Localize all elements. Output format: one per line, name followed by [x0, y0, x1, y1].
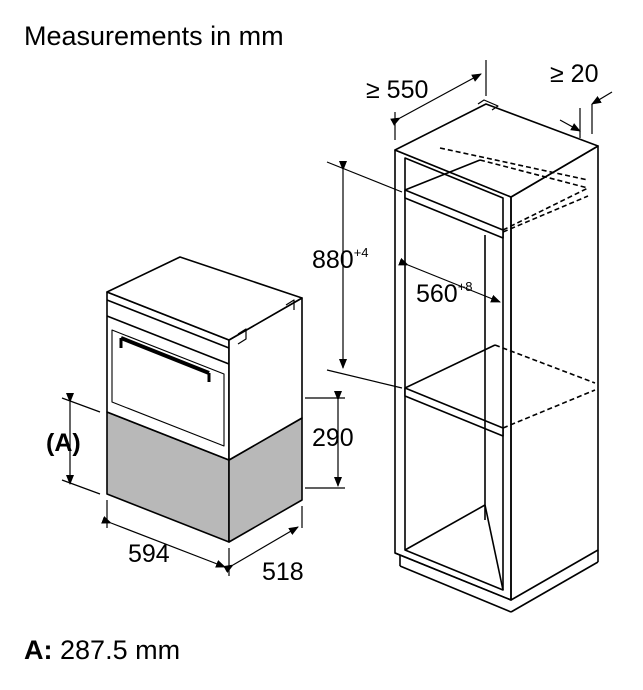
oven-handle [119, 336, 211, 382]
diagram-title: Measurements in mm [24, 21, 284, 51]
tall-housing-unit [394, 99, 599, 613]
appliance-dimensions [61, 391, 345, 576]
footnote: A: 287.5 mm [24, 632, 180, 668]
niche-width-tolerance: +8 [458, 279, 473, 294]
oven-top [106, 256, 303, 341]
niche-height-label: 880+4 [312, 245, 369, 274]
housing-dimensions [326, 60, 613, 389]
appliance-depth-label: 518 [262, 558, 304, 586]
appliance-illustration [106, 256, 303, 543]
appliance-width-label: 594 [128, 540, 170, 568]
niche-height-value: 880 [312, 246, 354, 274]
niche-width-label: 560+8 [416, 279, 473, 308]
footnote-value: 287.5 mm [60, 635, 181, 665]
marker-a-label: (A) [46, 429, 81, 457]
niche-depth-label: ≥ 550 [366, 76, 428, 104]
footnote-key: A: [24, 635, 53, 665]
rear-gap-label: ≥ 20 [550, 60, 598, 88]
niche-width-value: 560 [416, 280, 458, 308]
drawer-height-label: 290 [312, 424, 354, 452]
niche-height-tolerance: +4 [354, 245, 369, 260]
